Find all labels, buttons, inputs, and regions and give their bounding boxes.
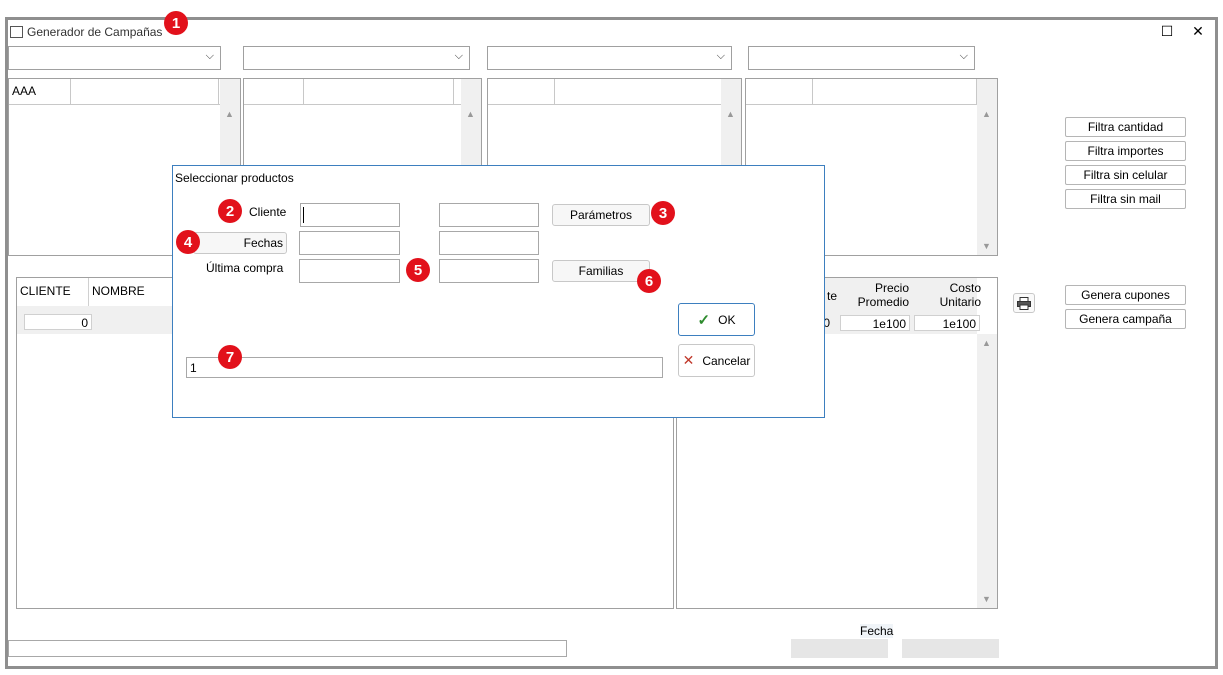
fechas-from-input[interactable] [299, 231, 400, 255]
close-icon: ✕ [1192, 22, 1204, 39]
maximize-icon: ☐ [1160, 22, 1174, 39]
scroll-up-icon[interactable]: ▲ [982, 109, 991, 119]
annotation-badge: 2 [218, 199, 242, 223]
fechas-button[interactable]: Fechas [193, 232, 287, 254]
footer-box-2[interactable] [902, 639, 999, 658]
annotation-badge: 3 [651, 201, 675, 225]
scroll-up-icon[interactable]: ▲ [466, 109, 475, 119]
scroll-down-icon[interactable]: ▼ [982, 594, 991, 604]
ok-label: OK [718, 312, 736, 327]
cancel-label: Cancelar [702, 353, 751, 368]
annotation-badge: 1 [164, 11, 188, 35]
ultima-compra-to-input[interactable] [439, 259, 539, 283]
filtra-importes-button[interactable]: Filtra importes [1065, 141, 1186, 161]
grid-col [244, 79, 304, 104]
print-button[interactable] [1013, 293, 1035, 313]
dialog-bottom-input[interactable]: 1 [186, 357, 663, 378]
scroll-down-icon[interactable]: ▼ [982, 241, 991, 251]
grid-header: AAA [9, 79, 240, 105]
col-costo-unitario-header: Costo Unitario [939, 281, 981, 309]
x-icon: ✕ [682, 352, 695, 368]
grid-col: AAA [9, 79, 71, 104]
combo-2[interactable]: ⌵ [243, 46, 470, 70]
window-icon [10, 26, 23, 38]
cliente-cell[interactable]: 0 [24, 314, 92, 330]
cliente-to-input[interactable] [439, 203, 539, 227]
combo-4[interactable]: ⌵ [748, 46, 975, 70]
chevron-down-icon: ⌵ [716, 50, 725, 62]
vertical-scrollbar[interactable]: ▲ ▼ [977, 334, 997, 608]
vertical-scrollbar[interactable]: ▲ ▼ [977, 79, 997, 255]
close-button[interactable]: ✕ [1188, 21, 1208, 41]
combo-1[interactable]: ⌵ [8, 46, 221, 70]
grid-header [746, 79, 997, 105]
maximize-button[interactable]: ☐ [1157, 21, 1177, 41]
filtra-sin-celular-button[interactable]: Filtra sin celular [1065, 165, 1186, 185]
ultima-compra-from-input[interactable] [299, 259, 400, 283]
vertical-scrollbar[interactable]: ▲ [721, 79, 741, 167]
text-cursor [303, 207, 304, 223]
status-field[interactable] [8, 640, 567, 657]
ultima-compra-label: Última compra [206, 261, 284, 275]
select-products-dialog: Seleccionar productos Cliente Parámetros… [172, 165, 825, 418]
scroll-up-icon[interactable]: ▲ [225, 109, 234, 119]
grid-col [71, 79, 219, 104]
filter-grid-2[interactable]: ▲ [243, 78, 482, 168]
filtra-cantidad-button[interactable]: Filtra cantidad [1065, 117, 1186, 137]
grid-col [304, 79, 454, 104]
grid-header [488, 79, 741, 105]
filter-grid-1[interactable]: AAA ▲ [8, 78, 241, 256]
cliente-from-input[interactable] [300, 203, 400, 227]
grid-col [488, 79, 555, 104]
familias-button[interactable]: Familias [552, 260, 650, 282]
grid-col [746, 79, 813, 104]
check-icon: ✓ [697, 311, 711, 329]
col-partial-header: te [826, 289, 837, 303]
grid-header [244, 79, 481, 105]
parametros-button[interactable]: Parámetros [552, 204, 650, 226]
scroll-up-icon[interactable]: ▲ [982, 338, 991, 348]
cancel-button[interactable]: ✕ Cancelar [678, 344, 755, 377]
combo-3[interactable]: ⌵ [487, 46, 732, 70]
scroll-up-icon[interactable]: ▲ [726, 109, 735, 119]
footer-box-1[interactable] [791, 639, 888, 658]
cliente-label: Cliente [249, 205, 287, 219]
costo-unitario-cell[interactable]: 1e100 [914, 315, 980, 331]
col-precio-promedio-header: Precio Promedio [857, 281, 909, 309]
title-bar: Generador de Campañas [10, 22, 162, 42]
col-cliente-header: CLIENTE [17, 278, 89, 306]
filter-grid-3[interactable]: ▲ [487, 78, 742, 168]
vertical-scrollbar[interactable]: ▲ [461, 79, 481, 167]
fechas-to-input[interactable] [439, 231, 539, 255]
grid-col [813, 79, 977, 104]
annotation-badge: 4 [176, 230, 200, 254]
filtra-sin-mail-button[interactable]: Filtra sin mail [1065, 189, 1186, 209]
dialog-title: Seleccionar productos [175, 171, 294, 185]
annotation-badge: 7 [218, 345, 242, 369]
annotation-badge: 6 [637, 269, 661, 293]
chevron-down-icon: ⌵ [205, 50, 214, 62]
partial-cell[interactable]: 0 [823, 316, 830, 330]
annotation-badge: 5 [406, 258, 430, 282]
fecha-label: Fecha [860, 624, 894, 638]
genera-campana-button[interactable]: Genera campaña [1065, 309, 1186, 329]
printer-icon [1017, 296, 1031, 310]
genera-cupones-button[interactable]: Genera cupones [1065, 285, 1186, 305]
chevron-down-icon: ⌵ [959, 50, 968, 62]
ok-button[interactable]: ✓ OK [678, 303, 755, 336]
precio-promedio-cell[interactable]: 1e100 [840, 315, 910, 331]
col-nombre-header: NOMBRE [89, 278, 179, 306]
chevron-down-icon: ⌵ [454, 50, 463, 62]
grid-col [555, 79, 723, 104]
window-title: Generador de Campañas [27, 25, 163, 39]
